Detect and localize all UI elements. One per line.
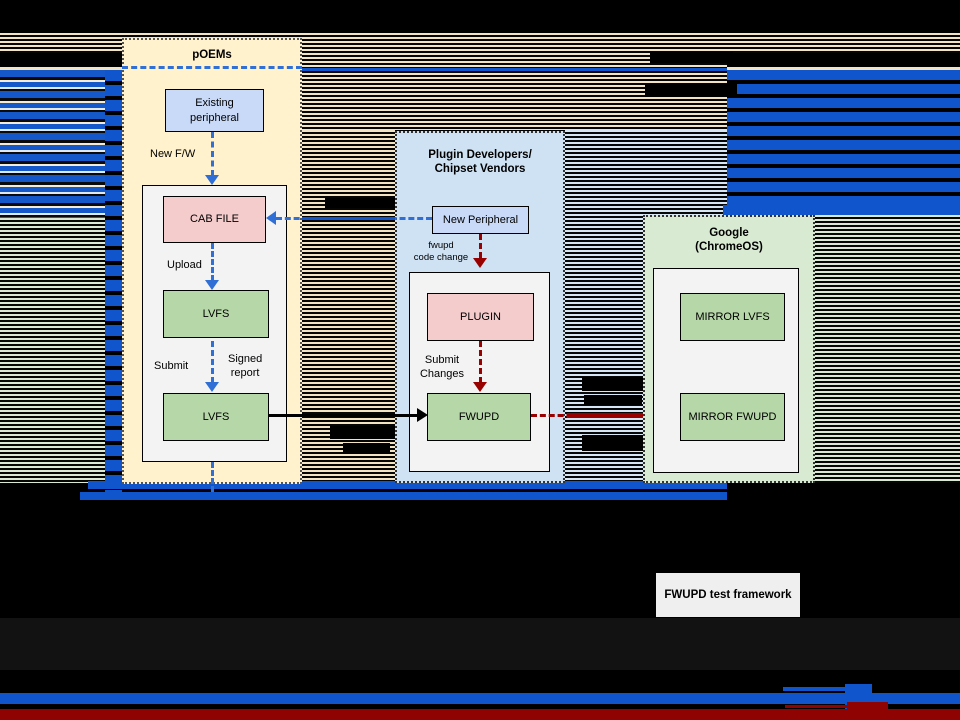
lane-google-title: Google (ChromeOS) [695, 227, 763, 254]
node-cab-file-label: CAB FILE [190, 213, 239, 226]
edge-fwupd-code-change-label: fwupd code change [413, 240, 469, 263]
lane-plugin-developers-title: Plugin Developers/ Chipset Vendors [428, 149, 532, 176]
glitch-stripe-gap2 [565, 130, 643, 483]
node-new-peripheral-label: New Peripheral [442, 213, 519, 226]
glitch-blue-bars-right [727, 70, 960, 205]
node-lvfs-top-label: LVFS [202, 307, 230, 320]
glitch-red-bar-bottom [0, 709, 960, 720]
edge-submit-line [211, 341, 214, 383]
glitch-blue-underbar-2 [80, 492, 727, 500]
edge-submit-label: Submit [154, 360, 189, 372]
edge-lvfs-to-fwupd-arrowhead [417, 408, 428, 422]
edge-upload-arrowhead [205, 280, 219, 290]
edge-signed-report-label: Signed report [228, 353, 263, 379]
glitch-blue-bar-bottom [0, 693, 960, 704]
edge-upload-line [211, 243, 214, 281]
glitch-blue-strip-left [105, 70, 122, 500]
node-mirror-fwupd-label: MIRROR FWUPD [688, 410, 777, 423]
node-lvfs-top: LVFS [163, 290, 269, 338]
glitch-black-chunk [584, 395, 642, 405]
glitch-black-chunk [325, 198, 395, 208]
glitch-black-chunk [582, 377, 644, 391]
glitch-stripe-above-google [643, 130, 727, 215]
lane-poems-title: pOEMs [192, 49, 232, 61]
edge-new-fw-arrowhead [205, 175, 219, 185]
poems-divider-dashed-line [122, 66, 302, 69]
glitch-black-chunk [650, 52, 733, 63]
edge-fwupd-to-mirror-solid-segment [567, 413, 643, 418]
node-lvfs-bottom-label: LVFS [202, 410, 230, 423]
glitch-blue-block-left [0, 70, 115, 218]
node-fwupd-test-framework-label: FWUPD test framework [664, 589, 792, 601]
edge-new-peripheral-arrowhead [266, 211, 276, 225]
glitch-blue-underbar-1 [88, 481, 727, 489]
node-mirror-fwupd: MIRROR FWUPD [680, 393, 785, 441]
node-plugin: PLUGIN [427, 293, 534, 341]
edge-fwupd-code-change-line [479, 234, 482, 258]
poems-bottom-dashed-line [211, 462, 214, 492]
glitch-stripe-left [0, 218, 105, 483]
edge-fwupd-code-change-arrowhead [473, 258, 487, 268]
edge-new-peripheral-solid-segment [302, 217, 395, 220]
node-fwupd-test-framework: FWUPD test framework [656, 573, 800, 617]
node-mirror-lvfs-label: MIRROR LVFS [695, 310, 770, 323]
glitch-blue-line-bottom [783, 687, 845, 691]
glitch-red-line-bottom [785, 705, 847, 708]
node-existing-peripheral: Existing peripheral [165, 89, 264, 132]
edge-upload-label: Upload [167, 259, 202, 271]
node-mirror-lvfs: MIRROR LVFS [680, 293, 785, 341]
glitch-black-chunk [330, 426, 397, 439]
node-cab-file: CAB FILE [163, 196, 266, 243]
glitch-stripe-right [815, 215, 960, 483]
edge-new-fw-label: New F/W [150, 148, 196, 160]
glitch-stripe-gap1 [302, 130, 395, 483]
edge-submit-arrowhead [205, 382, 219, 392]
edge-lvfs-to-fwupd-line [269, 414, 417, 417]
node-lvfs-bottom: LVFS [163, 393, 269, 441]
glitch-blue-line [302, 68, 727, 71]
edge-new-fw-line [211, 132, 214, 176]
edge-submit-changes-line [479, 341, 482, 383]
glitch-blue-bar-right [723, 205, 960, 215]
edge-submit-changes-label: Submit Changes [419, 354, 465, 380]
glitch-black-chunk [343, 443, 390, 454]
glitch-stripe-top-middle [302, 33, 727, 130]
node-plugin-label: PLUGIN [460, 310, 501, 323]
node-new-peripheral: New Peripheral [432, 206, 529, 234]
edge-submit-changes-arrowhead [473, 382, 487, 392]
glitch-black-chunk [582, 435, 648, 451]
node-fwupd-label: FWUPD [458, 410, 500, 423]
node-fwupd: FWUPD [427, 393, 531, 441]
glitch-black-chunk [645, 84, 737, 97]
node-existing-peripheral-label: Existing peripheral [190, 97, 239, 124]
glitch-dark-band-bottom [0, 618, 960, 670]
